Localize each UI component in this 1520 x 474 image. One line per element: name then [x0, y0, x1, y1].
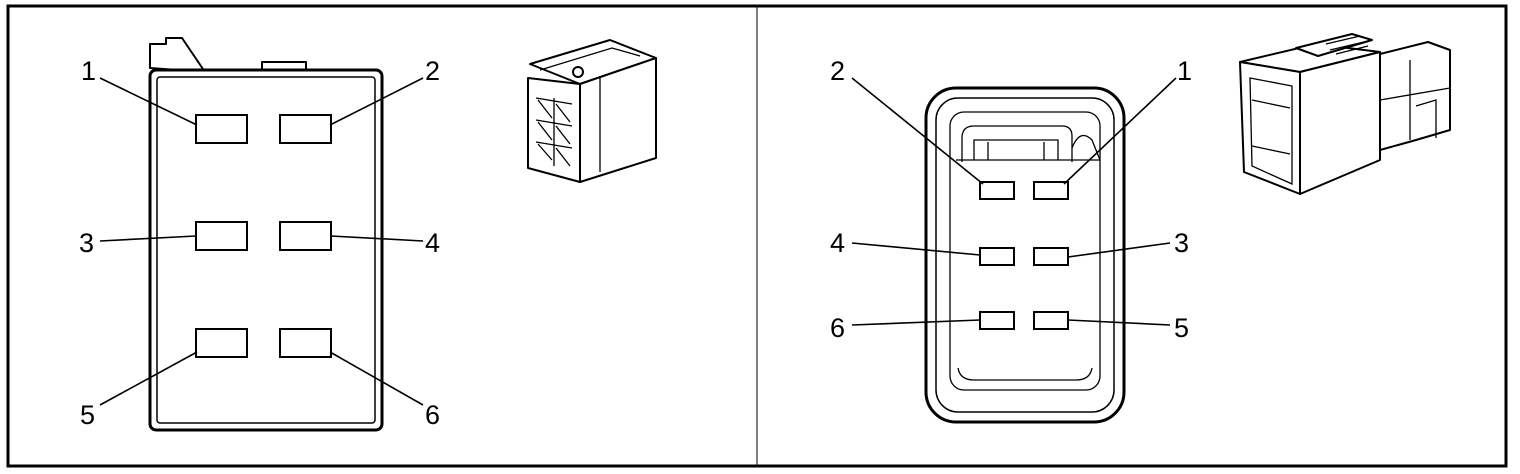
right-leader-3 — [1067, 242, 1171, 258]
right-pin-label-6: 6 — [830, 313, 845, 343]
right-connector-isometric-view — [1239, 33, 1451, 195]
right-panel: 2 1 4 3 6 5 — [830, 33, 1451, 424]
left-connector-isometric-view — [527, 39, 657, 183]
right-connector-inner-outline — [935, 97, 1115, 413]
right-leader-1 — [1063, 77, 1177, 185]
right-pin-cavity-4 — [979, 247, 1015, 266]
left-pin-cavity-5 — [195, 328, 248, 358]
right-pin-cavity-3 — [1033, 247, 1069, 266]
left-connector-face: 1 2 3 4 5 6 — [79, 37, 440, 432]
left-leader-1 — [99, 77, 198, 126]
right-pin-label-3: 3 — [1174, 228, 1189, 258]
right-pin-label-1: 1 — [1177, 56, 1192, 86]
left-leader-3 — [99, 235, 197, 242]
left-pin-label-5: 5 — [80, 400, 95, 430]
left-pin-label-4: 4 — [425, 228, 440, 258]
left-pin-cavity-6 — [279, 328, 332, 358]
right-connector-cavity-outline — [949, 111, 1101, 391]
left-pin-label-3: 3 — [79, 228, 94, 258]
left-pin-label-1: 1 — [81, 56, 96, 86]
right-pin-cavity-2 — [979, 181, 1015, 200]
left-pin-cavity-4 — [279, 221, 332, 251]
left-pin-cavity-2 — [279, 114, 332, 144]
right-leader-6 — [851, 319, 981, 326]
left-leader-5 — [99, 351, 198, 406]
left-leader-6 — [329, 351, 424, 406]
right-pin-cavity-5 — [1033, 311, 1069, 330]
left-pin-label-6: 6 — [425, 400, 440, 430]
left-pin-cavity-3 — [195, 221, 248, 251]
right-connector-latch — [961, 125, 1073, 162]
right-pin-label-4: 4 — [830, 228, 845, 258]
left-pin-label-2: 2 — [425, 56, 440, 86]
left-leader-2 — [329, 77, 424, 126]
left-panel: 1 2 3 4 5 6 — [79, 37, 657, 432]
left-leader-4 — [330, 235, 424, 242]
right-pin-label-5: 5 — [1174, 313, 1189, 343]
right-pin-cavity-6 — [979, 311, 1015, 330]
left-connector-inner-outline — [156, 76, 376, 424]
right-pin-label-2: 2 — [830, 56, 845, 86]
right-pin-cavity-1 — [1033, 181, 1069, 200]
right-leader-5 — [1067, 319, 1171, 326]
left-connector-body — [148, 68, 384, 432]
right-leader-2 — [851, 77, 984, 185]
left-pin-cavity-1 — [195, 114, 248, 144]
right-connector-face: 2 1 4 3 6 5 — [830, 56, 1192, 424]
right-connector-body — [924, 86, 1126, 424]
right-leader-4 — [851, 242, 981, 256]
